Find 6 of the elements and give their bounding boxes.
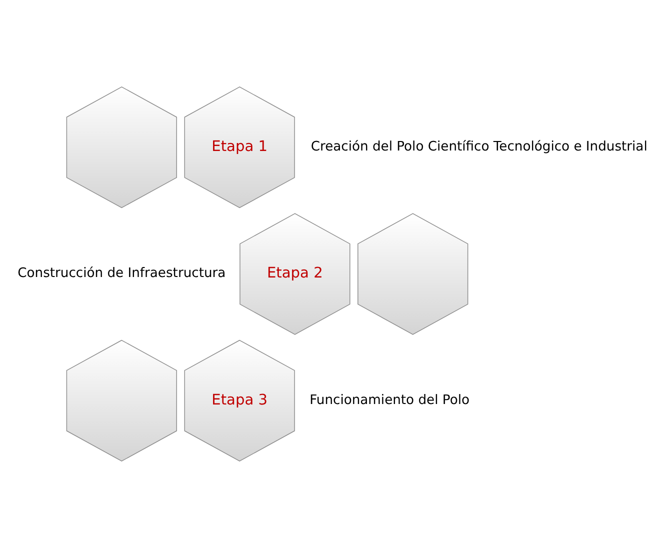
node-label: Funcionamiento del Polo bbox=[310, 392, 470, 408]
node-hexagon bbox=[66, 86, 177, 208]
node-hexagon bbox=[358, 212, 468, 334]
node-label: Creación del Polo Científico Tecnológico e Industrial bbox=[310, 139, 648, 154]
node-label: Construcción de Infraestructura bbox=[18, 266, 226, 281]
node-hexagon bbox=[66, 339, 177, 461]
